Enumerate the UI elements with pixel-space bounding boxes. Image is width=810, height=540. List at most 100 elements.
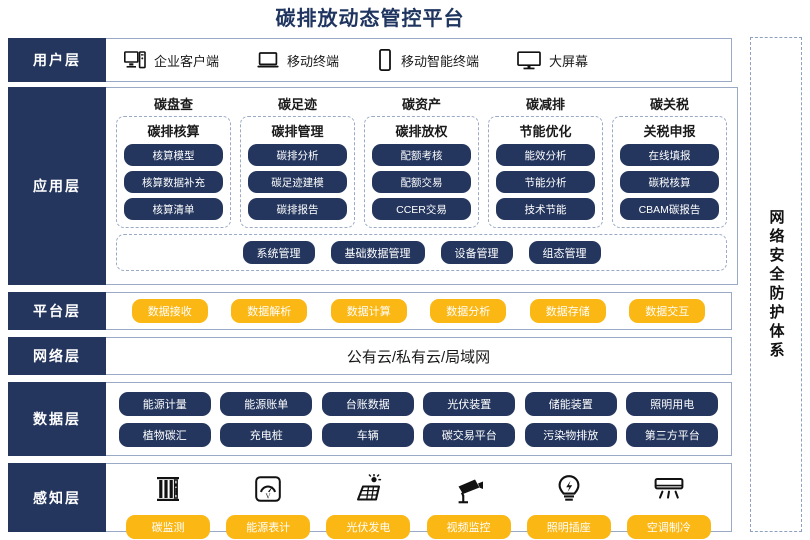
app-column-carbon-footprint: 碳足迹 碳排管理 碳排分析 碳足迹建模 碳排报告: [240, 94, 355, 228]
platform-item[interactable]: 数据计算: [330, 299, 407, 323]
app-column-carbon-tariff: 碳关税 关税申报 在线填报 碳税核算 CBAM碳报告: [612, 94, 727, 228]
carbon-monitor-icon: [153, 470, 183, 508]
app-column-carbon-asset: 碳资产 碳排放权 配额考核 配额交易 CCER交易: [364, 94, 479, 228]
app-item[interactable]: 在线填报: [620, 144, 719, 166]
air-conditioner-icon: [653, 470, 685, 508]
sense-item-video-surveillance[interactable]: 视频监控: [423, 470, 515, 539]
layer-row-sense: 感知层: [8, 463, 732, 539]
common-service-item[interactable]: 基础数据管理: [330, 241, 425, 264]
app-column-title: 碳资产: [401, 97, 441, 112]
monitor-icon: [517, 50, 541, 70]
user-item-label: 大屏幕: [549, 53, 589, 69]
layer-body-application: 碳盘查 碳排核算 核算模型 核算数据补充 核算清单 碳足迹 碳排管理 碳排分析 …: [106, 87, 738, 285]
platform-item[interactable]: 数据解析: [231, 299, 308, 323]
data-item[interactable]: 第三方平台: [626, 423, 719, 447]
layer-label-network: 网络层: [8, 337, 106, 375]
data-item[interactable]: 碳交易平台: [423, 423, 516, 447]
app-item[interactable]: 节能分析: [496, 171, 595, 193]
layer-label-application: 应用层: [8, 87, 106, 285]
app-card: 碳排放权 配额考核 配额交易 CCER交易: [364, 116, 479, 228]
sense-item-label: 视频监控: [426, 515, 511, 539]
app-card-title: 碳排核算: [147, 124, 200, 139]
app-item[interactable]: 配额交易: [372, 171, 471, 193]
platform-item[interactable]: 数据存储: [529, 299, 606, 323]
app-item[interactable]: 碳排分析: [248, 144, 347, 166]
application-common-services: 系统管理 基础数据管理 设备管理 组态管理: [116, 234, 727, 271]
layer-body-platform: 数据接收 数据解析 数据计算 数据分析 数据存储 数据交互: [106, 292, 732, 330]
common-service-item[interactable]: 设备管理: [440, 241, 513, 264]
common-service-item[interactable]: 组态管理: [528, 241, 601, 264]
layer-body-network: 公有云/私有云/局域网: [106, 337, 732, 375]
user-item-big-screen[interactable]: 大屏幕: [517, 50, 589, 70]
data-item[interactable]: 储能装置: [524, 392, 617, 416]
app-column-carbon-reduction: 碳减排 节能优化 能效分析 节能分析 技术节能: [488, 94, 603, 228]
app-item[interactable]: CCER交易: [372, 198, 471, 220]
user-item-smart-mobile-terminal[interactable]: 移动智能终端: [377, 48, 480, 72]
user-item-mobile-terminal[interactable]: 移动终端: [257, 51, 339, 70]
sense-item-label: 空调制冷: [626, 515, 711, 539]
app-column-title: 碳减排: [525, 97, 565, 112]
cctv-camera-icon: [453, 470, 485, 508]
solar-panel-icon: [352, 470, 384, 508]
data-item[interactable]: 充电桩: [220, 423, 313, 447]
app-item[interactable]: 配额考核: [372, 144, 471, 166]
app-item[interactable]: 碳排报告: [248, 198, 347, 220]
sense-item-air-conditioning[interactable]: 空调制冷: [623, 470, 715, 539]
layer-row-data: 数据层 能源计量 能源账单 台账数据 光伏装置 储能装置 照明用电 植物碳汇 充…: [8, 382, 732, 456]
app-item[interactable]: 碳税核算: [620, 171, 719, 193]
desktop-tower-icon: [124, 51, 146, 69]
data-item[interactable]: 光伏装置: [423, 392, 516, 416]
svg-text:V: V: [266, 493, 271, 501]
data-item[interactable]: 照明用电: [626, 392, 719, 416]
sense-item-lighting-socket[interactable]: 照明插座: [523, 470, 615, 539]
common-service-item[interactable]: 系统管理: [242, 241, 315, 264]
platform-item[interactable]: 数据交互: [629, 299, 706, 323]
app-card-title: 节能优化: [519, 124, 572, 139]
app-item[interactable]: 技术节能: [496, 198, 595, 220]
data-item[interactable]: 能源账单: [220, 392, 313, 416]
data-row-1: 能源计量 能源账单 台账数据 光伏装置 储能装置 照明用电: [118, 392, 719, 416]
layer-body-data: 能源计量 能源账单 台账数据 光伏装置 储能装置 照明用电 植物碳汇 充电桩 车…: [106, 382, 732, 456]
data-row-2: 植物碳汇 充电桩 车辆 碳交易平台 污染物排放 第三方平台: [118, 423, 719, 447]
user-item-label: 移动智能终端: [401, 53, 480, 69]
sense-item-label: 能源表计: [226, 515, 311, 539]
data-item[interactable]: 污染物排放: [524, 423, 617, 447]
smartphone-icon: [377, 48, 393, 72]
app-item[interactable]: 碳足迹建模: [248, 171, 347, 193]
data-item[interactable]: 台账数据: [321, 392, 414, 416]
layer-label-platform: 平台层: [8, 292, 106, 330]
app-card: 碳排核算 核算模型 核算数据补充 核算清单: [116, 116, 231, 228]
sense-item-label: 碳监测: [126, 515, 211, 539]
application-columns: 碳盘查 碳排核算 核算模型 核算数据补充 核算清单 碳足迹 碳排管理 碳排分析 …: [116, 94, 727, 228]
layer-row-platform: 平台层 数据接收 数据解析 数据计算 数据分析 数据存储 数据交互: [8, 292, 732, 330]
lightbulb-socket-icon: [555, 470, 583, 508]
app-card-title: 碳排管理: [271, 124, 324, 139]
layer-row-network: 网络层 公有云/私有云/局域网: [8, 337, 732, 375]
app-column-title: 碳关税: [649, 97, 689, 112]
data-item[interactable]: 车辆: [321, 423, 414, 447]
app-item[interactable]: 能效分析: [496, 144, 595, 166]
data-item[interactable]: 植物碳汇: [118, 423, 211, 447]
user-item-enterprise-client[interactable]: 企业客户端: [124, 51, 219, 70]
app-item[interactable]: 核算模型: [124, 144, 223, 166]
platform-item[interactable]: 数据接收: [131, 299, 208, 323]
app-card: 节能优化 能效分析 节能分析 技术节能: [488, 116, 603, 228]
app-card-title: 关税申报: [643, 124, 696, 139]
app-column-carbon-inventory: 碳盘查 碳排核算 核算模型 核算数据补充 核算清单: [116, 94, 231, 228]
layer-row-user: 用户层 企业客户端: [8, 38, 732, 82]
layer-row-application: 应用层 碳盘查 碳排核算 核算模型 核算数据补充 核算清单 碳足迹 碳排管理: [8, 87, 738, 285]
laptop-icon: [257, 51, 279, 69]
data-item[interactable]: 能源计量: [118, 392, 211, 416]
app-item[interactable]: 核算清单: [124, 198, 223, 220]
sense-item-label: 照明插座: [526, 515, 611, 539]
layer-body-user: 企业客户端 移动终端: [106, 38, 732, 82]
app-card-title: 碳排放权: [395, 124, 448, 139]
app-item[interactable]: 核算数据补充: [124, 171, 223, 193]
network-text: 公有云/私有云/局域网: [346, 348, 491, 366]
platform-item[interactable]: 数据分析: [430, 299, 507, 323]
sense-item-energy-meter[interactable]: V 能源表计: [222, 470, 314, 539]
sense-item-solar-power[interactable]: 光伏发电: [322, 470, 414, 539]
sense-item-carbon-monitor[interactable]: 碳监测: [122, 470, 214, 539]
app-item[interactable]: CBAM碳报告: [620, 198, 719, 220]
